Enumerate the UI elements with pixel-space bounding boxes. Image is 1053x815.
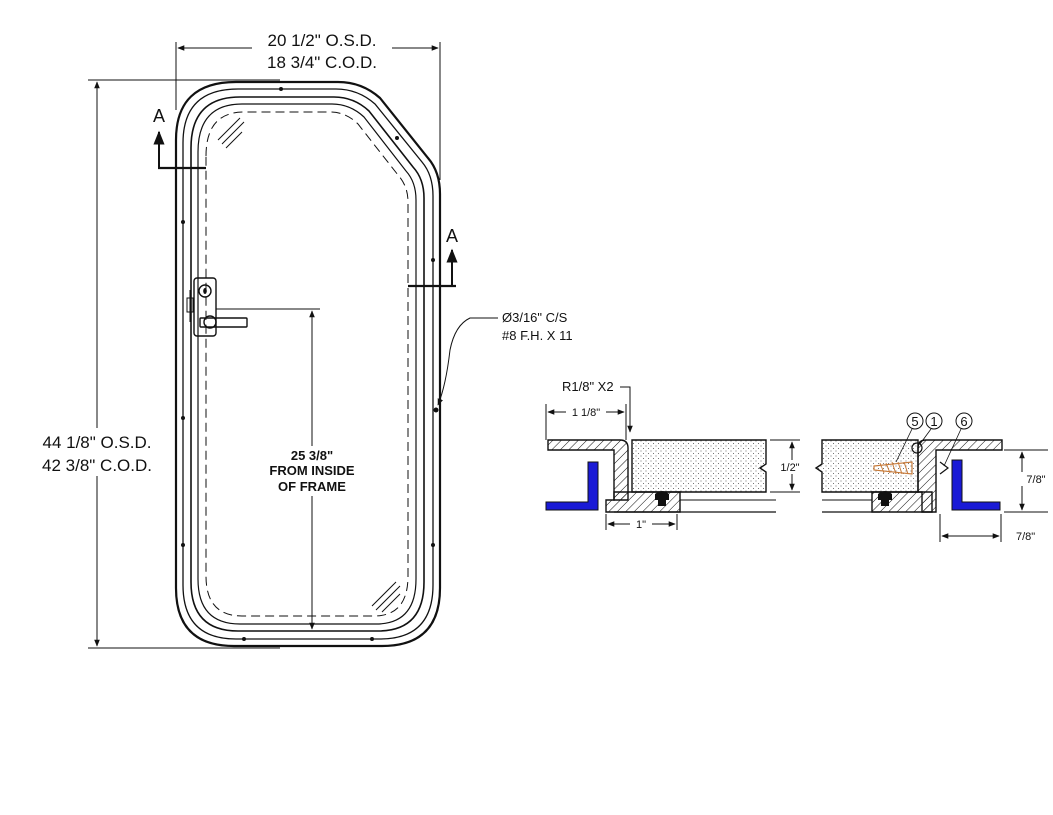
radius-note: R1/8" X2: [562, 379, 614, 394]
flange-width-label: 1 1/8": [572, 407, 600, 419]
panel-thickness-label: 1/2": [780, 462, 799, 474]
svg-text:1: 1: [930, 414, 937, 429]
handle-height-value: 25 3/8": [291, 448, 333, 463]
fastener-note: Ø3/16" C/S #8 F.H. X 11: [437, 310, 573, 406]
section-mark-left: A: [153, 106, 206, 170]
width-cod-label: 18 3/4" C.O.D.: [267, 53, 377, 72]
height-cod-label: 42 3/8" C.O.D.: [42, 456, 152, 475]
width-dimension: 20 1/2" O.S.D. 18 3/4" C.O.D.: [175, 28, 441, 180]
screw-icon: [873, 461, 913, 475]
callout-1: 1: [919, 412, 943, 445]
callout-6: 6: [943, 412, 973, 467]
angle-width-label: 7/8": [1016, 531, 1035, 543]
height-osd-label: 44 1/8" O.S.D.: [42, 433, 151, 452]
section-detail-left: R1/8" X2 1 1/8" 1/2" 1": [545, 379, 806, 531]
section-a-right-label: A: [446, 226, 458, 246]
door-handle: [186, 277, 248, 337]
callout-5: 5: [895, 412, 924, 463]
handle-height-dimension: 25 3/8" FROM INSIDE OF FRAME: [216, 308, 366, 630]
section-mark-right: A: [408, 226, 458, 288]
width-osd-label: 20 1/2" O.S.D.: [267, 31, 376, 50]
height-dimension: 44 1/8" O.S.D. 42 3/8" C.O.D.: [25, 79, 280, 649]
svg-text:5: 5: [911, 414, 918, 429]
handle-height-text-2: OF FRAME: [278, 479, 346, 494]
handle-height-text-1: FROM INSIDE: [269, 463, 355, 478]
fastener-note-line2: #8 F.H. X 11: [502, 328, 573, 343]
fastener-note-line1: Ø3/16" C/S: [502, 310, 568, 325]
frame-height-label: 7/8": [1026, 474, 1045, 486]
door-elevation: [174, 80, 442, 648]
channel-width-label: 1": [636, 519, 646, 531]
svg-text:6: 6: [960, 414, 967, 429]
section-detail-right: 5 1 6 7/8" 7/8": [814, 412, 1048, 543]
section-a-left-label: A: [153, 106, 165, 126]
